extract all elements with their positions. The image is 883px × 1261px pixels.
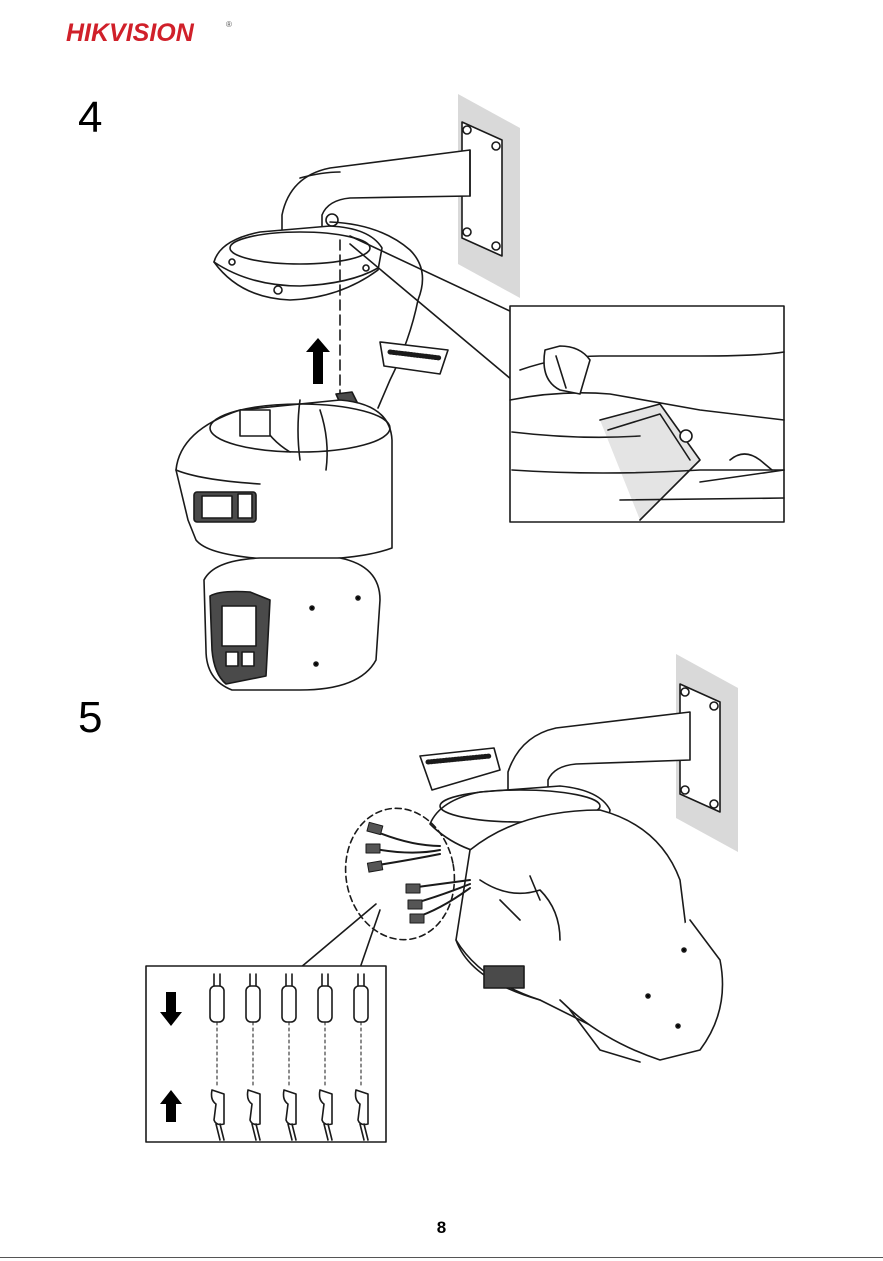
footer-rule — [0, 1257, 883, 1258]
lens-window — [484, 966, 524, 988]
callout-line — [300, 904, 376, 968]
bracket-arm — [508, 712, 690, 800]
wiring-detail-inset — [146, 966, 386, 1142]
page-number: 8 — [0, 1218, 883, 1238]
